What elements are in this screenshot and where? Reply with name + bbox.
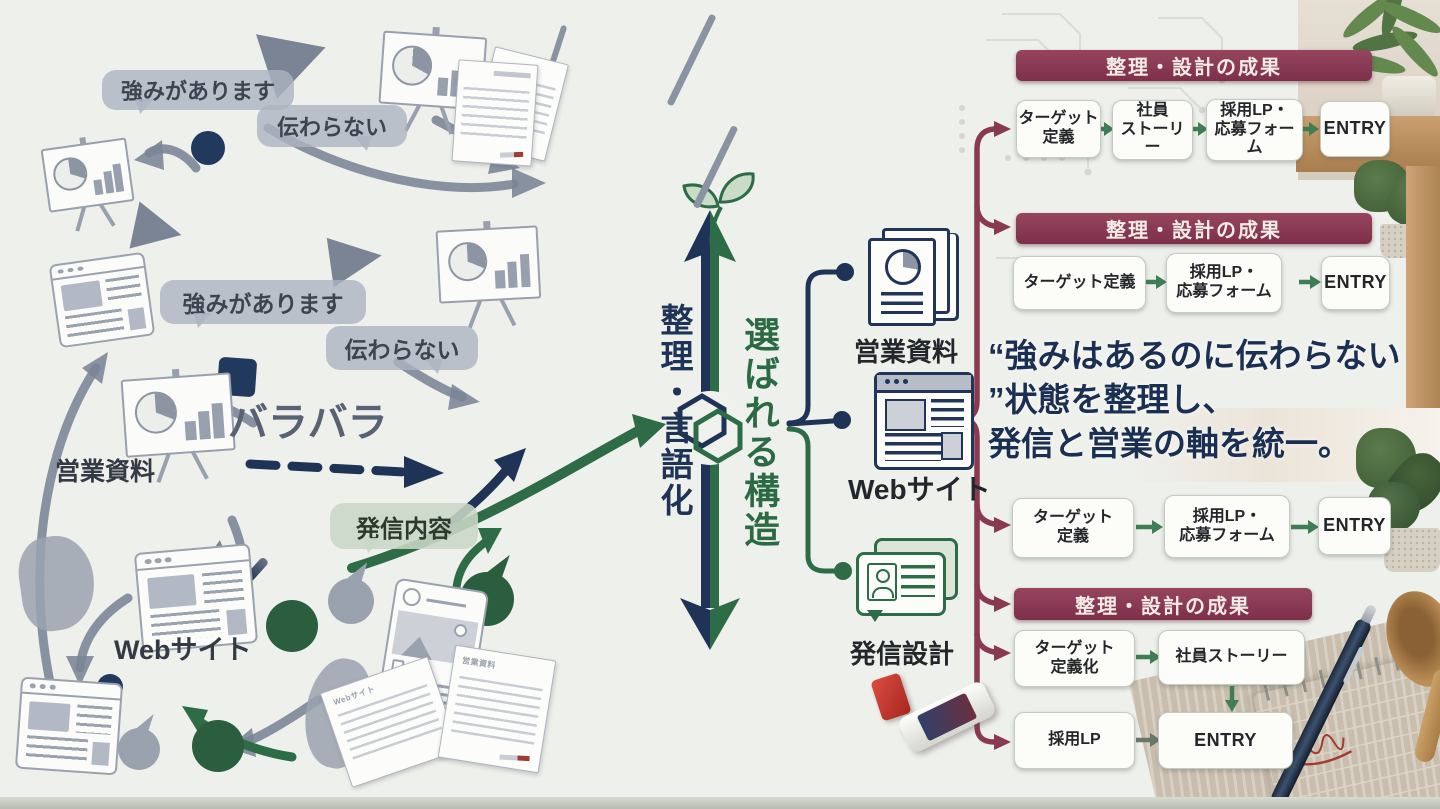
output-communication-label: 発信設計 [850,639,955,669]
axis-right-label: 選ばれる構造 [739,316,780,550]
browser-window-icon [48,251,156,349]
results-header-1: 整理・設計の成果 [1016,50,1372,81]
gray-comma-shape [118,728,160,770]
flow-box: 社員 ストーリー [1112,100,1193,160]
flow-box-entry: ENTRY [1320,101,1390,157]
flow-box: ターゲット 定義 [1016,100,1101,158]
slash-shape [666,13,717,107]
flow-box: ターゲット 定義化 [1014,630,1135,687]
sales-docs-label: 営業資料 [55,458,156,486]
sales-documents-icon [868,228,952,326]
browser-window-icon [14,676,124,776]
bubble-text: 発信内容 [356,515,452,543]
results-header-3: 整理・設計の成果 [1014,588,1312,620]
green-dot [266,600,318,652]
document-icon [451,59,539,167]
key-message-line: 発信と営業の軸を統一。 [988,424,1351,462]
slash-shape [692,125,739,209]
bubble-text: 強みがあります [182,291,344,317]
flow-box: 採用LP・ 応募フォーム [1164,495,1290,558]
scattered-label: バラバラ [228,401,388,445]
website-icon [874,372,974,470]
presentation-board-icon [435,221,543,329]
bubble-text: 強みがあります [120,79,275,104]
green-dot [192,720,244,772]
flow-box: 採用LP [1014,712,1135,769]
triangle-shape [326,230,386,288]
bubble-text: 伝わらない [344,337,460,363]
website-label: Webサイト [114,635,252,665]
flow-box: ターゲット定義 [1013,256,1146,310]
flow-box-entry: ENTRY [1318,497,1391,555]
axis-left-label: 整理・言語化 [656,303,693,519]
speech-bubble: 伝わらない [326,326,478,370]
flow-box: ターゲット 定義 [1012,498,1134,558]
flow-box: 採用LP・ 応募フォーム [1206,99,1303,161]
eraser-white [896,679,998,755]
chat-bubbles-icon [856,538,958,632]
speech-bubble: 伝わらない [257,105,407,147]
plant-pot [1384,528,1440,572]
blob-shape [13,531,101,635]
triangle-shape [129,201,187,259]
key-message-line: “強みはあるのに伝わらない [988,337,1401,374]
flow-box: 採用LP・ 応募フォーム [1166,253,1282,313]
presentation-board-icon [40,137,138,232]
output-website-label: Webサイト [848,474,991,505]
bubble-text: 伝わらない [276,115,387,140]
flow-box-entry: ENTRY [1321,256,1390,310]
key-message: “強みはあるのに伝わらない ”状態を整理し、 発信と営業の軸を統一。 [988,334,1440,466]
speech-bubble-green: 発信内容 [330,503,478,549]
results-header-2: 整理・設計の成果 [1016,213,1372,244]
output-sales-label: 営業資料 [854,337,959,367]
flow-box-entry: ENTRY [1158,712,1293,769]
table-edge [0,797,1440,809]
doc-title: 営業資料 [461,655,497,671]
flow-box: 社員ストーリー [1158,630,1305,685]
gray-comma-shape [328,578,374,624]
key-message-line: ”状態を整理し、 [988,380,1236,418]
speech-bubble: 強みがあります [160,280,366,324]
document-icon: 営業資料 [437,644,557,774]
navy-dot [191,131,225,165]
eraser-red [870,672,912,722]
wood-panel [1406,166,1440,434]
speech-bubble: 強みがあります [102,70,294,110]
